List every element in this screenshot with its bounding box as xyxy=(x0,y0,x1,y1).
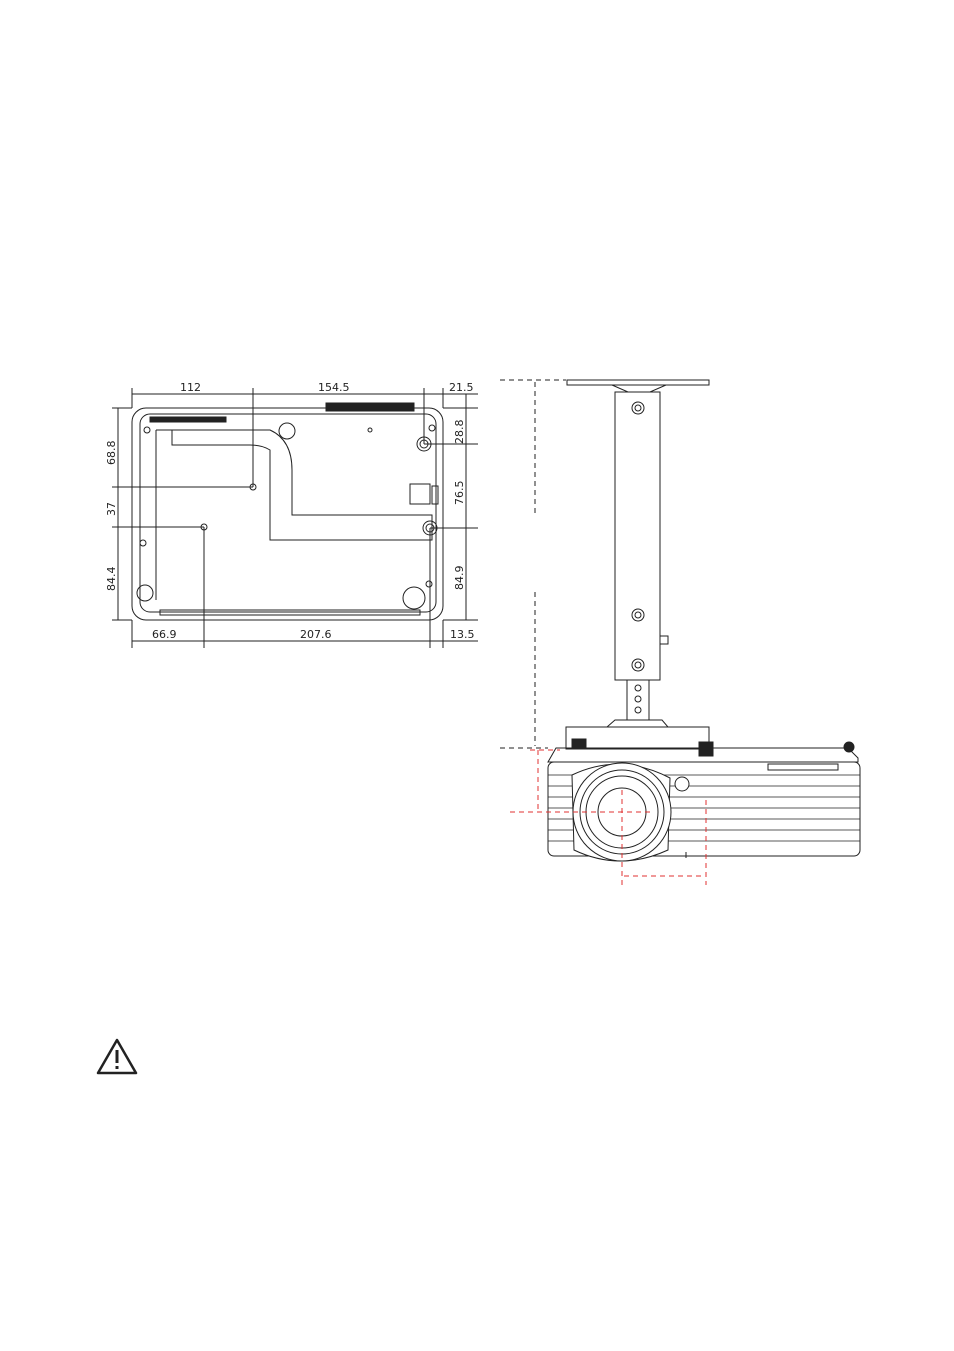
warning-triangle-icon xyxy=(96,1038,138,1075)
dim-bottom-1: 66.9 xyxy=(152,628,177,641)
dim-top-3: 21.5 xyxy=(449,381,474,394)
dim-left-3: 84.4 xyxy=(105,567,118,592)
projector-bottom-view xyxy=(112,388,478,648)
dim-top-2: 154.5 xyxy=(318,381,350,394)
vertical-distance-guide xyxy=(500,379,566,749)
dim-bottom-3: 13.5 xyxy=(450,628,475,641)
dim-right-2: 76.5 xyxy=(453,481,466,506)
dim-left-2: 37 xyxy=(105,502,118,516)
projector-front-view xyxy=(547,741,861,862)
ceiling-mount xyxy=(565,379,714,757)
dim-bottom-2: 207.6 xyxy=(300,628,332,641)
dim-right-3: 84.9 xyxy=(453,566,466,591)
dim-left-1: 68.8 xyxy=(105,441,118,466)
dim-top-1: 112 xyxy=(180,381,201,394)
lens-center-guides xyxy=(510,749,707,885)
dim-right-1: 28.8 xyxy=(453,420,466,445)
